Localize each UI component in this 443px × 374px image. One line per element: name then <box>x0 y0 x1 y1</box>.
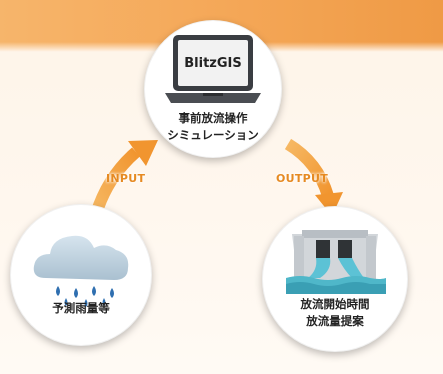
rain-cloud-icon <box>33 235 129 307</box>
simulation-label-line2: シミュレーション <box>167 128 259 142</box>
dam-release-label: 放流開始時間 放流量提案 <box>262 296 408 330</box>
simulation-label: 事前放流操作 シミュレーション <box>144 110 282 144</box>
rainfall-label: 予測雨量等 <box>52 301 110 315</box>
simulation-label-line1: 事前放流操作 <box>178 111 248 125</box>
laptop-icon <box>165 35 261 103</box>
dam-release-label-line1: 放流開始時間 <box>300 297 370 311</box>
dam-icon <box>286 230 386 294</box>
input-label: INPUT <box>106 172 146 185</box>
laptop-screen-text: BlitzGIS <box>184 56 242 71</box>
output-label: OUTPUT <box>276 172 329 185</box>
dam-release-label-line2: 放流量提案 <box>306 314 364 328</box>
